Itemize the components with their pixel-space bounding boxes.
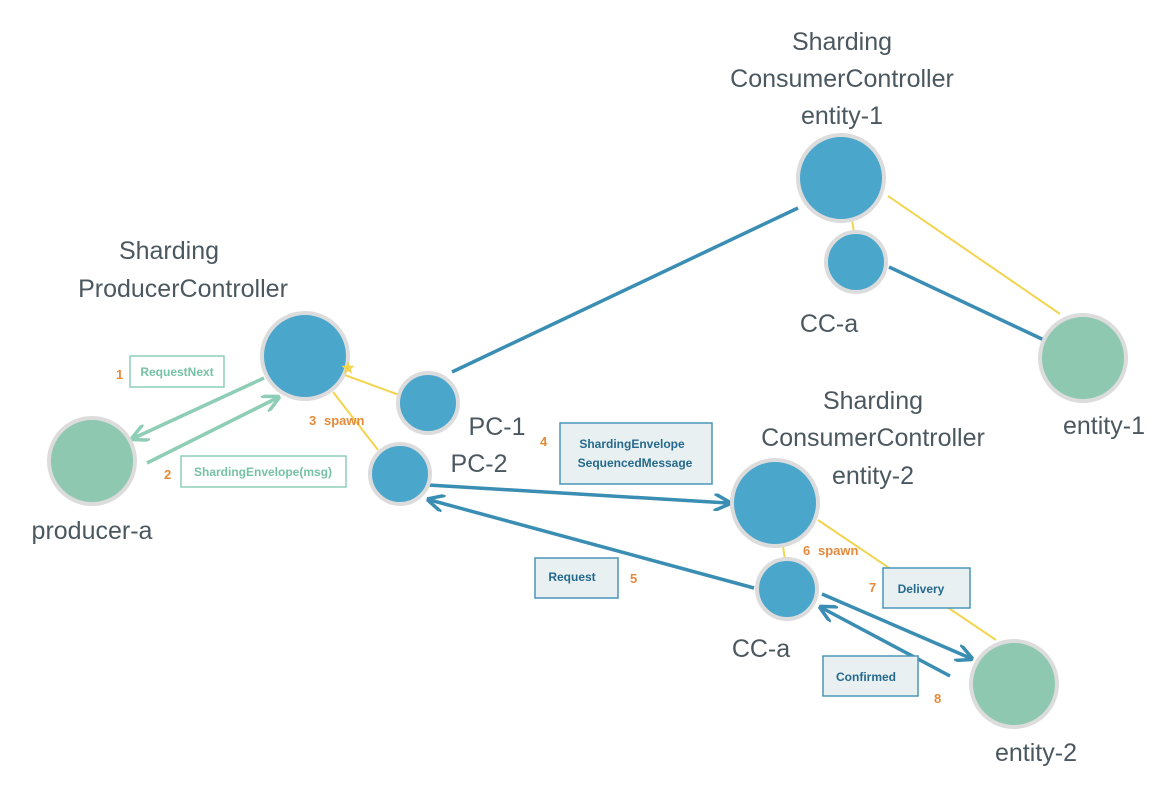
sequenced-message-label-line1: ShardingEnvelope	[579, 437, 685, 451]
request-message-box	[534, 557, 619, 599]
pc-2-label: PC-2	[451, 450, 508, 478]
confirmed-message-box	[822, 655, 919, 697]
parent-link-cc1-entity1	[887, 195, 1061, 315]
cc-entity-2-label-line2: ConsumerController	[761, 424, 985, 452]
arrow-sharding-envelope	[146, 398, 277, 465]
delivery-message-box	[882, 567, 971, 609]
entity-1-label: entity-1	[1063, 412, 1145, 440]
cc-a-top-node	[824, 230, 888, 294]
link-cca-entity1	[888, 265, 1045, 342]
entity-2-label: entity-2	[995, 739, 1077, 767]
sequenced-message-box	[559, 422, 713, 485]
step-4-number: 4	[540, 434, 548, 449]
spc-label-line1: Sharding	[119, 237, 219, 265]
star-icon	[341, 361, 355, 374]
cc-a-bottom-label: CC-a	[732, 635, 790, 663]
request-message-label: Request	[548, 570, 595, 584]
sequenced-message-label-line2: SequencedMessage	[578, 456, 693, 470]
step-6-spawn-label: spawn	[818, 543, 859, 558]
parent-link-spc-pc2	[332, 391, 379, 451]
step-1-number: 1	[116, 367, 123, 382]
cc-entity-1-label-line2: ConsumerController	[730, 65, 954, 93]
arrow-sequenced-message	[427, 483, 728, 503]
step-6-number: 6	[803, 543, 810, 558]
sharding-envelope-msg-box	[180, 455, 347, 488]
arrow-delivery	[821, 592, 970, 658]
parent-link-spc-pc1	[341, 373, 403, 397]
step-3-spawn-label: spawn	[324, 413, 365, 428]
step-7-number: 7	[869, 580, 876, 595]
request-next-message-label: RequestNext	[140, 365, 213, 379]
cc-a-bottom-node	[755, 557, 819, 621]
request-next-message-box	[129, 355, 225, 388]
consumer-controller-entity-1-node	[796, 133, 886, 223]
pc-2-node	[368, 442, 432, 506]
confirmed-message-label: Confirmed	[836, 670, 896, 684]
cc-entity-2-label-line3: entity-2	[832, 462, 914, 490]
step-3-number: 3	[309, 413, 316, 428]
entity-1-node	[1038, 313, 1128, 403]
consumer-controller-entity-2-node	[730, 458, 820, 548]
link-pc1-cc-entity1	[451, 206, 799, 374]
step-8-number: 8	[934, 691, 941, 706]
sharding-producer-controller-node	[260, 311, 350, 401]
arrow-request	[430, 500, 755, 590]
delivery-message-label: Delivery	[898, 582, 945, 596]
producer-a-label: producer-a	[32, 517, 153, 545]
entity-2-node	[969, 639, 1059, 729]
sharding-envelope-msg-label: ShardingEnvelope(msg)	[194, 465, 332, 479]
arrow-request-next	[134, 376, 265, 438]
pc-1-label: PC-1	[469, 413, 526, 441]
cc-entity-1-label-line1: Sharding	[792, 28, 892, 56]
producer-a-node	[47, 416, 137, 506]
cc-entity-2-label-line1: Sharding	[823, 387, 923, 415]
pc-1-node	[396, 371, 460, 435]
arrow-confirmed	[822, 608, 951, 678]
step-2-number: 2	[164, 467, 171, 482]
step-5-number: 5	[630, 571, 637, 586]
cc-a-top-label: CC-a	[800, 310, 858, 338]
spc-label-line2: ProducerController	[78, 275, 288, 303]
cc-entity-1-label-line3: entity-1	[801, 102, 883, 130]
